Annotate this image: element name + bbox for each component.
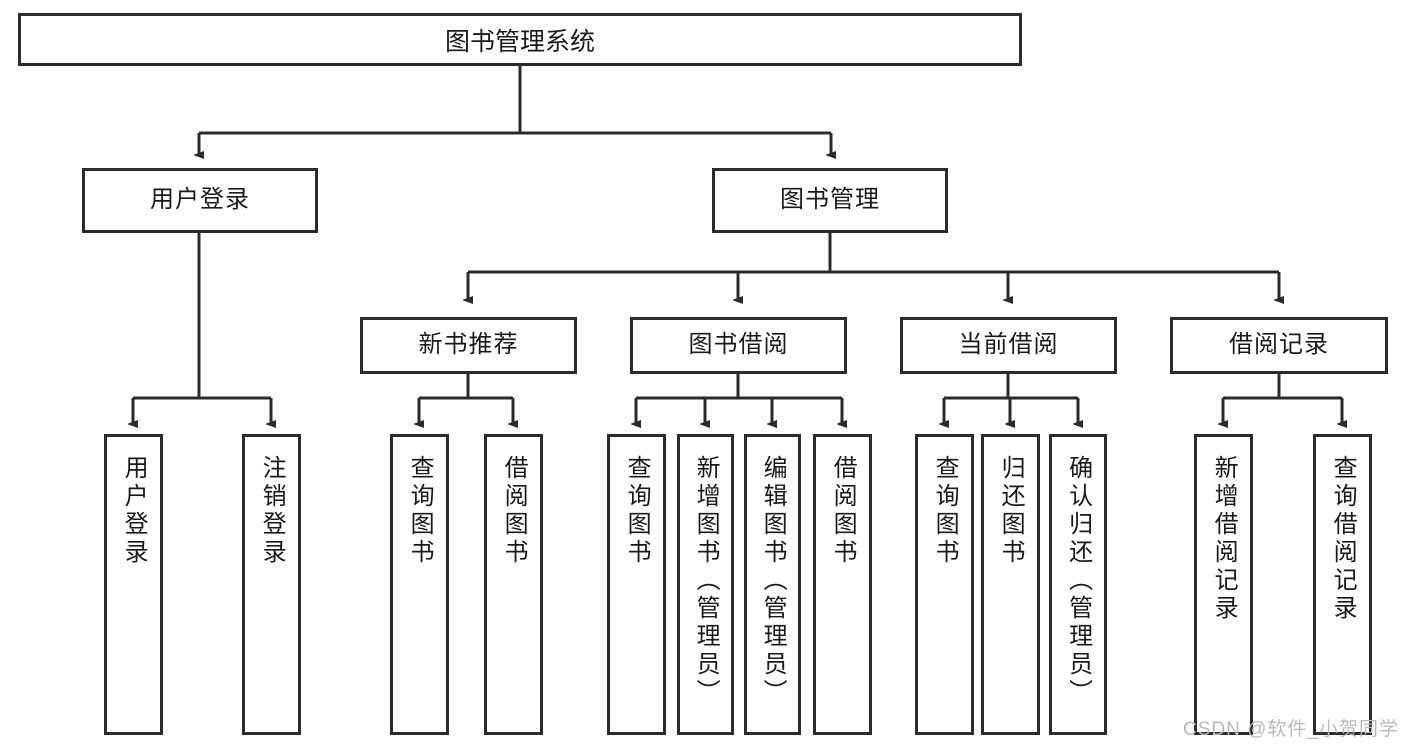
leaf-query-book-borrow[interactable]: 查询图书	[607, 434, 666, 735]
node-root-system[interactable]: 图书管理系统	[18, 13, 1022, 66]
leaf-label: 用户登录	[120, 455, 148, 567]
leaf-borrow-book[interactable]: 借阅图书	[813, 434, 872, 735]
leaf-query-book-current[interactable]: 查询图书	[915, 434, 974, 735]
leaf-label: 借阅图书	[829, 455, 857, 567]
leaf-user-login[interactable]: 用户登录	[104, 434, 163, 735]
node-borrow-record[interactable]: 借阅记录	[1170, 317, 1388, 374]
leaf-label: 注销登录	[258, 455, 286, 567]
leaf-label: 借阅图书	[500, 455, 528, 567]
leaf-borrow-book-recommend[interactable]: 借阅图书	[484, 434, 543, 735]
node-current-borrow[interactable]: 当前借阅	[900, 317, 1117, 374]
leaf-label: 查询借阅记录	[1329, 455, 1357, 623]
node-user-login[interactable]: 用户登录	[82, 168, 318, 233]
leaf-add-book-admin[interactable]: 新增图书（管理员）	[677, 434, 734, 735]
leaf-query-borrow-record[interactable]: 查询借阅记录	[1313, 434, 1372, 735]
node-book-borrow[interactable]: 图书借阅	[630, 317, 847, 374]
leaf-return-book[interactable]: 归还图书	[981, 434, 1040, 735]
leaf-label: 编辑图书（管理员）	[759, 455, 787, 707]
leaf-label: 新增借阅记录	[1210, 455, 1238, 623]
leaf-label: 查询图书	[931, 455, 959, 567]
leaf-label: 归还图书	[997, 455, 1025, 567]
node-book-management[interactable]: 图书管理	[712, 168, 948, 233]
csdn-watermark: CSDN @软件_小贺同学	[1183, 719, 1399, 740]
leaf-edit-book-admin[interactable]: 编辑图书（管理员）	[744, 434, 801, 735]
leaf-add-borrow-record[interactable]: 新增借阅记录	[1194, 434, 1253, 735]
leaf-label: 查询图书	[623, 455, 651, 567]
leaf-label: 确认归还（管理员）	[1064, 455, 1092, 707]
leaf-confirm-return-admin[interactable]: 确认归还（管理员）	[1049, 434, 1107, 735]
leaf-user-logout[interactable]: 注销登录	[242, 434, 301, 735]
leaf-query-book-recommend[interactable]: 查询图书	[390, 434, 449, 735]
leaf-label: 新增图书（管理员）	[692, 455, 720, 707]
node-new-book-recommend[interactable]: 新书推荐	[360, 317, 577, 374]
leaf-label: 查询图书	[406, 455, 434, 567]
